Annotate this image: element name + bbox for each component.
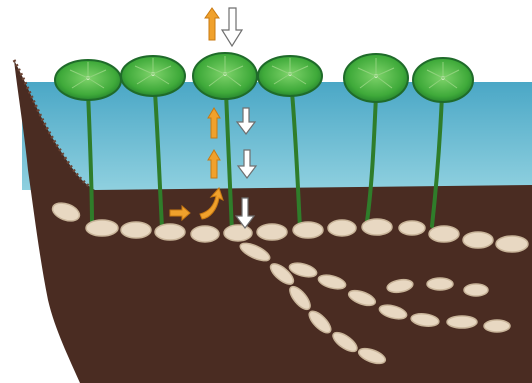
down-arrow-icon: [222, 8, 242, 46]
rhizome-node: [447, 316, 477, 328]
rhizome-node: [224, 225, 252, 241]
rhizome-node: [328, 220, 356, 236]
leaf-3: [193, 53, 257, 99]
rhizome-node: [257, 224, 287, 240]
rhizome-node: [496, 236, 528, 252]
rhizome-node: [362, 219, 392, 235]
leaf-6: [413, 58, 473, 102]
rhizome-node: [484, 320, 510, 332]
rhizome-node: [464, 284, 488, 296]
rhizome-node: [429, 226, 459, 242]
leaf-1: [55, 60, 121, 100]
rhizome-node: [463, 232, 493, 248]
rhizome-node: [191, 226, 219, 242]
leaf-2: [121, 56, 185, 96]
rhizome-node: [293, 222, 323, 238]
up-arrow-icon: [205, 8, 219, 40]
rhizome-node: [121, 222, 151, 238]
rhizome-node: [427, 278, 453, 290]
rhizome-node: [155, 224, 185, 240]
rhizome-node: [399, 221, 425, 235]
leaf-4: [258, 56, 322, 96]
leaf-5: [344, 54, 408, 102]
rhizome-node: [86, 220, 118, 236]
